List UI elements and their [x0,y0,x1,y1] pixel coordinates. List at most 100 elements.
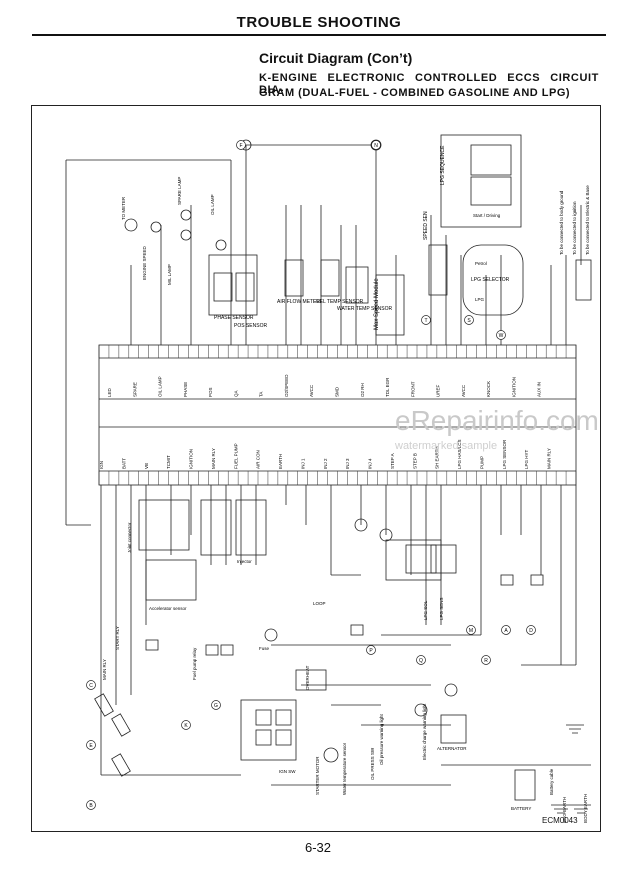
bottom-pin-label: STEP B [412,453,417,469]
bottom-pin-label: AIR CON [256,450,261,469]
connector-letter: S [467,318,471,324]
connector-circle [86,800,96,810]
connector-circle [501,625,511,635]
top-pin-label: O2/SPEED [284,374,289,397]
bottom-pin-label: IGNITION [189,449,194,469]
label-body-earth: BODY EARTH [583,794,588,823]
accelerator-box [145,559,197,601]
label-to-meter: TO METER [121,196,126,220]
label-battery: BATTERY [511,806,531,811]
top-pin-label: KNOCK [486,381,491,397]
connector-circle [466,625,476,635]
top-pin-label: FRONT [410,381,415,397]
bottom-pin-label: PUMP [479,456,484,469]
label-battery-cable: Battery cable [549,768,554,795]
connector-circle [416,655,426,665]
connector-circle [86,680,96,690]
lpg-selector-box [462,244,524,316]
bottom-pin-label: SH EARTH [435,446,440,469]
connector-letter: G [214,703,218,709]
connector-circle [366,645,376,655]
top-pin-label: AVCC [461,384,466,397]
bottom-pin-label: FUEL PUMP [233,443,238,469]
label-engine-speed: ENGINE SPEED [142,245,147,280]
label-lpg: LPG [475,297,485,302]
top-pin-label: AUX IN [537,382,542,397]
lpg-sequence-box [440,134,522,228]
page-header: TROUBLE SHOOTING [32,6,606,36]
connector-letter: P [369,648,373,654]
connector-circle [496,330,506,340]
connector-letter: C [89,683,93,689]
label-ign-sw: IGN SW [279,769,296,774]
injector-box [235,499,267,556]
module-label-lpg-selector: LPG SELECTOR [471,277,510,283]
module-label-afm: AIR FLOW METER [277,299,320,305]
label-accelerator-sensor: Accelerator sensor [149,606,187,611]
connector-letter: M [469,628,473,634]
label-fuse: Fuse [259,646,270,651]
label-lpg-sens: LPG SENS [439,597,444,620]
top-pin-label: LED [107,387,112,397]
module-label-speed-sen: SPEED SEN [423,211,429,240]
top-pin-label: AVCC [309,384,314,397]
label-loop: LOOP [313,601,326,606]
bottom-pin-label: EARTH [278,454,283,469]
label-charge-light: Electric charge warning light [422,703,427,760]
max-speed-module-box [375,274,405,336]
relay-box [240,699,297,761]
watermark: eRepairinfo.com [395,405,599,436]
diagram-frame [31,105,601,832]
top-pin-label: SPARE [132,382,137,397]
label-overheat: OVERHEAT [305,665,310,690]
module-label-water-temp: WATER TEMP SENSOR [337,306,392,312]
bottom-pin-label: IGN [99,461,104,469]
top-pin-label: POS [208,387,213,397]
label-body-ground: To be connected to body ground [559,190,564,255]
label-mil-lamp: MIL LAMP [167,264,172,285]
connector-circle [464,315,474,325]
bottom-pin-label: VB [144,463,149,469]
top-pin-label: SMD [335,386,340,397]
bottom-pin-label: STEP A [390,453,395,469]
label-joint-connector: Joint connector [127,522,132,553]
bottom-pin-label: LPG HAS/LCS [457,439,462,469]
battery-box [514,769,536,801]
air-flow-meter-box [284,259,304,297]
bottom-pin-label: TCMIT [166,455,171,469]
section-title: Circuit Diagram (Con’t) [259,50,413,66]
connector-circle [481,655,491,665]
bottom-pin-label: INJ 4 [368,458,373,469]
bottom-pin-label: BATT [121,458,126,469]
label-lpg-sol: LPG SOL [423,600,428,620]
top-pin-label: O2 RH [360,383,365,397]
water-temp-sensor-box [345,266,369,304]
connector-letter: R [484,658,488,664]
label-spare-lamp: SPARE LAMP [177,177,182,205]
label-main-rly: MAIN RLY [102,659,107,680]
figure-id: ECM0043 [542,816,578,825]
bottom-pin-label: LPG SENSOR [502,439,507,469]
label-ignition: To be connected to ignition [572,201,577,255]
page-header-title: TROUBLE SHOOTING [236,14,402,31]
connector-letter: B [89,803,93,809]
connector-circle [371,140,381,150]
page-number: 6-32 [304,840,332,855]
label-water-temp-sensor: Water temperature sensor [342,742,347,795]
joint-connector-box [138,499,190,551]
label-oil-pressure-light: Oil pressure warning light [379,713,384,765]
connector-circle [236,140,246,150]
connector-letter: Q [419,658,423,664]
connector-letter: T [424,318,427,324]
top-pin-label: PHASE [183,382,188,397]
bottom-pin-label: MAIN RLY [211,448,216,469]
module-label-phase: PHASE SENSOR [214,315,254,321]
top-pin-label: UREF [436,384,441,397]
label-eng-earth: ENG EARTH [562,797,567,823]
connector-circle [181,720,191,730]
label-electric-base: To be connected to Electric & Base [585,185,590,255]
top-pin-label: TDL EGR [385,377,390,397]
fuel-temp-sensor-box [320,259,340,297]
label-oil-press-sw: OIL PRESS SW [370,747,375,780]
